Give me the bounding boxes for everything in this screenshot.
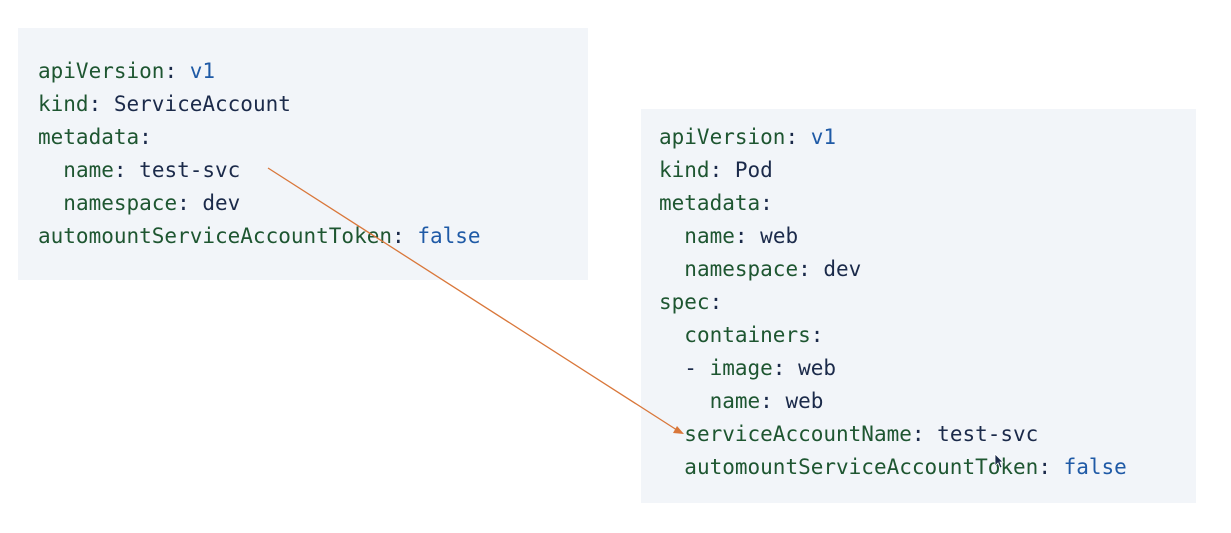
code-line: automountServiceAccountToken: false bbox=[684, 455, 1127, 479]
sa-name-value: test-svc bbox=[139, 158, 241, 182]
code-line: - image: web bbox=[659, 356, 837, 380]
code-line: apiVersion: v1 bbox=[659, 125, 837, 149]
service-account-name-key: serviceAccountName bbox=[684, 422, 912, 446]
mouse-pointer-icon bbox=[994, 453, 1004, 469]
pod-yaml-block: apiVersion: v1 kind: Pod metadata: name:… bbox=[641, 109, 1196, 503]
code-line: metadata: bbox=[38, 125, 152, 149]
code-line: apiVersion: v1 bbox=[38, 59, 216, 83]
code-line: containers: bbox=[684, 323, 824, 347]
code-line: spec: bbox=[659, 290, 723, 314]
code-line: metadata: bbox=[659, 191, 773, 215]
code-line: name: web bbox=[709, 389, 824, 413]
code-line: kind: Pod bbox=[659, 158, 773, 182]
code-line: name: web bbox=[684, 224, 799, 248]
code-line-sa-name: name: test-svc bbox=[63, 158, 241, 182]
code-line: namespace: dev bbox=[684, 257, 862, 281]
code-line: namespace: dev bbox=[63, 191, 241, 215]
code-line-service-account-name: serviceAccountName: test-svc bbox=[684, 422, 1039, 446]
serviceaccount-yaml-block: apiVersion: v1 kind: ServiceAccount meta… bbox=[18, 28, 588, 280]
code-line: automountServiceAccountToken: false bbox=[38, 224, 481, 248]
code-line: kind: ServiceAccount bbox=[38, 92, 291, 116]
